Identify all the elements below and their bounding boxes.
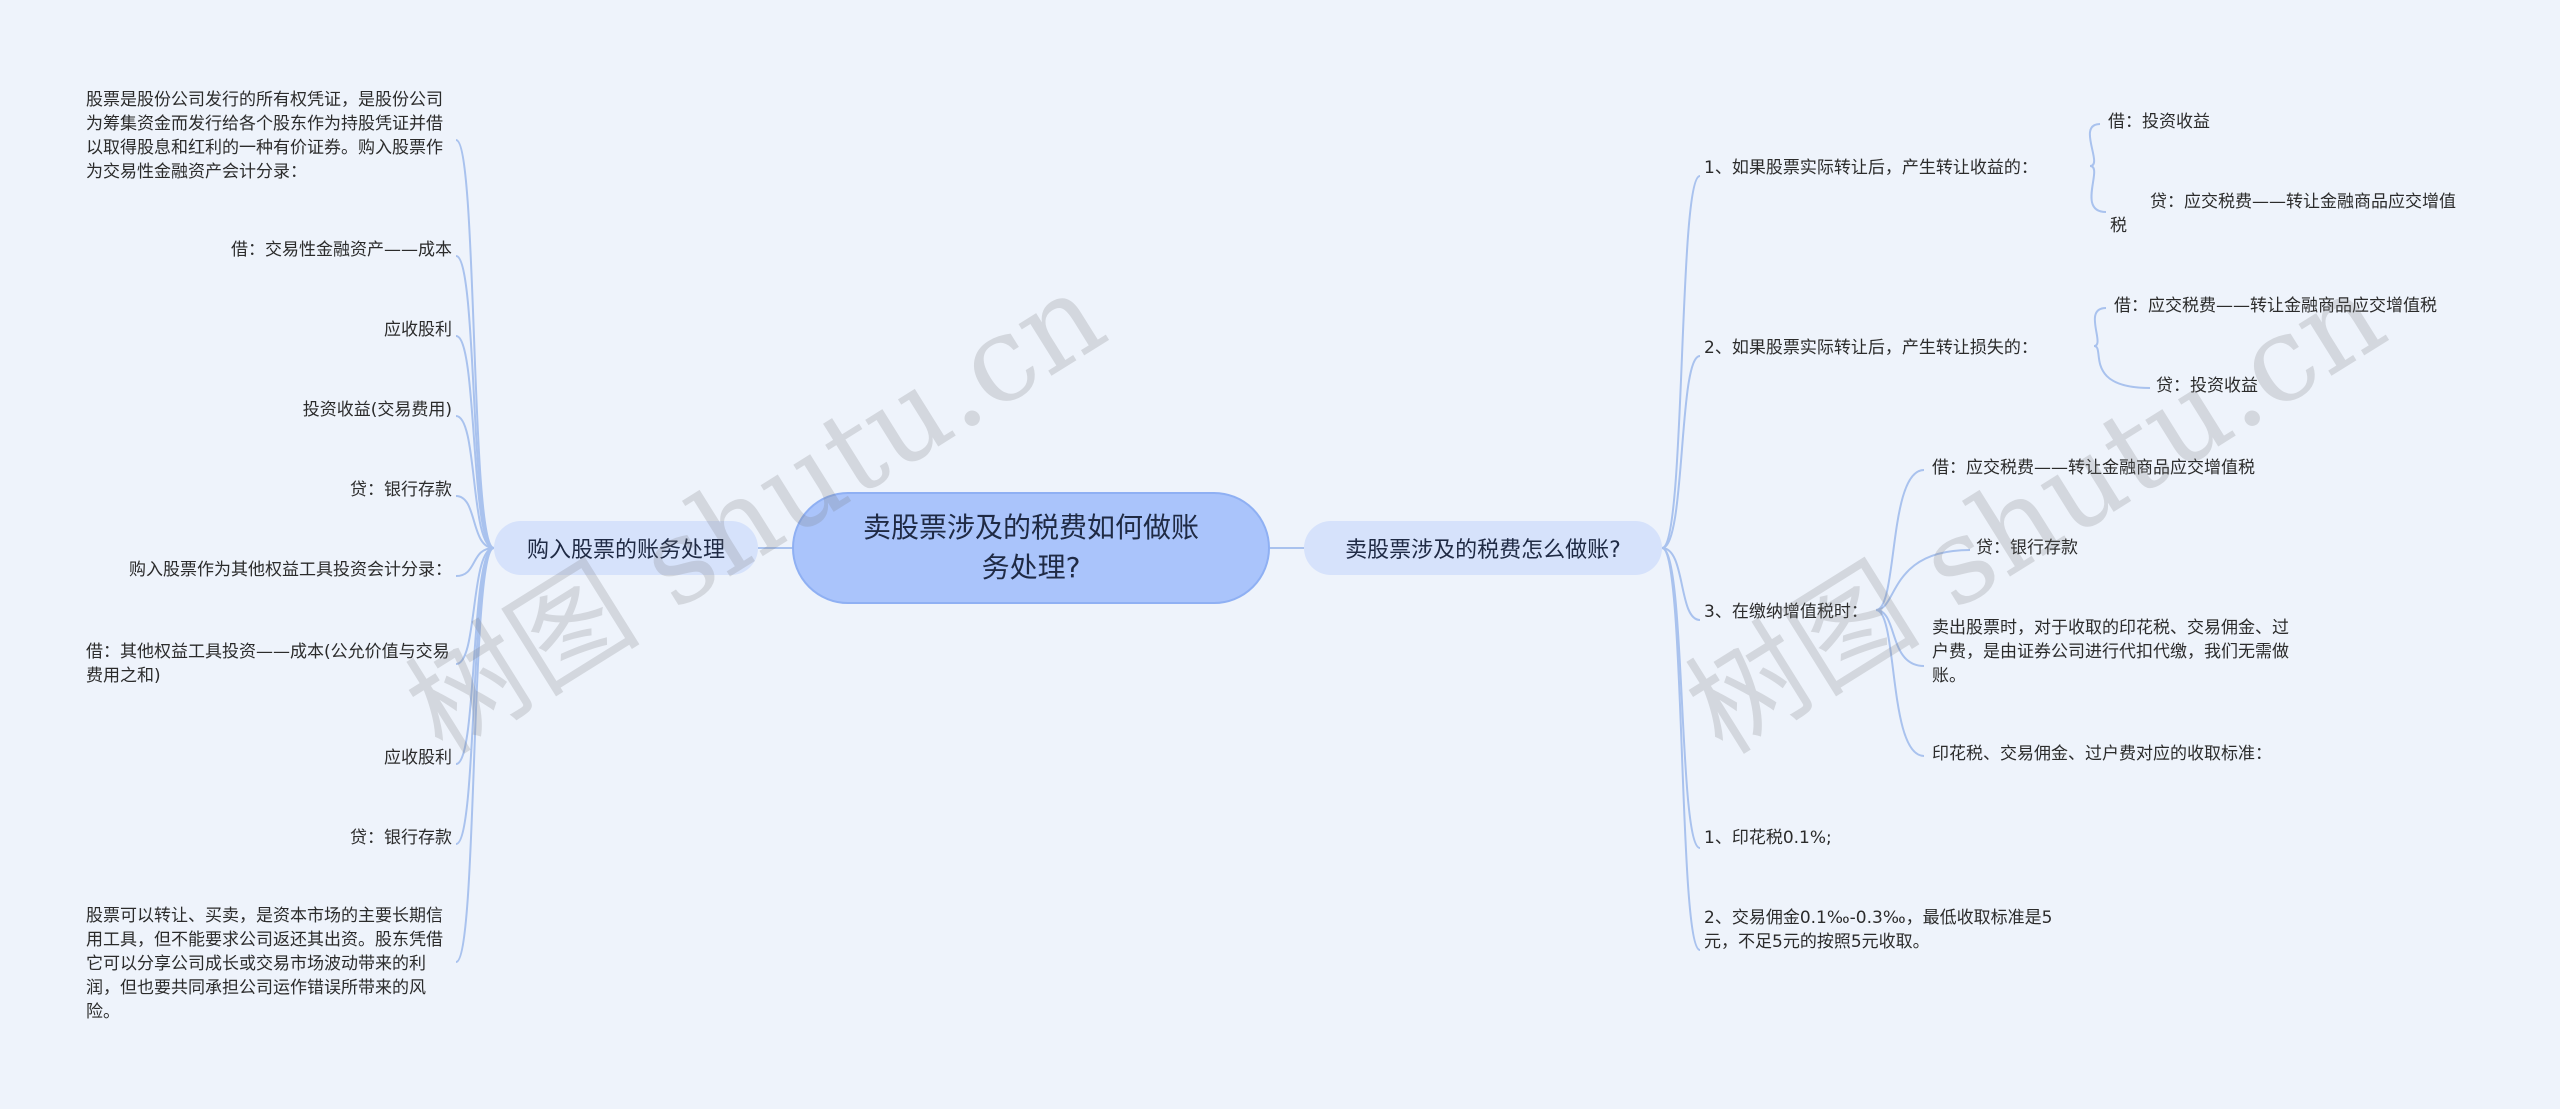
connector-left-1 xyxy=(455,139,495,549)
connector-left-2 xyxy=(455,255,495,549)
right-item-1[interactable]: 1、如果股票实际转让后，产生转让收益的： xyxy=(1704,156,2094,180)
left-leaf-10[interactable]: 股票可以转让、买卖，是资本市场的主要长期信用工具，但不能要求公司返还其出资。股东… xyxy=(86,904,458,1024)
right-item-3-child-3[interactable]: 卖出股票时，对于收取的印花税、交易佣金、过户费，是由证券公司进行代扣代缴，我们无… xyxy=(1932,616,2302,688)
left-leaf-8[interactable]: 应收股利 xyxy=(86,746,452,770)
right-item-3-child-4-text: 印花税、交易佣金、过户费对应的收取标准： xyxy=(1932,744,2272,764)
right-item-5-text: 2、交易佣金0.1‰-0.3‰，最低收取标准是5元，不足5元的按照5元收取。 xyxy=(1704,908,2053,952)
left-leaf-5-text: 贷：银行存款 xyxy=(350,480,452,500)
right-item-1-child-2[interactable]: 贷：应交税费——转让金融商品应交增值税 xyxy=(2110,190,2470,238)
right-item-3-child-2-text: 贷：银行存款 xyxy=(1976,538,2078,558)
right-item-1-child-1-text: 借：投资收益 xyxy=(2108,112,2210,132)
left-leaf-6-text: 购入股票作为其他权益工具投资会计分录： xyxy=(129,560,452,580)
connector-left-3 xyxy=(455,335,495,549)
connector-left-4 xyxy=(455,415,495,549)
connector-r1-b xyxy=(2089,165,2107,213)
left-leaf-4[interactable]: 投资收益(交易费用) xyxy=(86,398,452,422)
left-leaf-3[interactable]: 应收股利 xyxy=(86,318,452,342)
left-leaf-3-text: 应收股利 xyxy=(384,320,452,340)
connector-left-10 xyxy=(455,547,495,963)
right-item-1-text: 1、如果股票实际转让后，产生转让收益的： xyxy=(1704,158,2038,178)
right-item-2-text: 2、如果股票实际转让后，产生转让损失的： xyxy=(1704,338,2038,358)
connector-right-3 xyxy=(1661,547,1701,621)
right-item-3-text: 3、在缴纳增值税时： xyxy=(1704,602,1868,622)
right-item-3-child-1-text: 借：应交税费——转让金融商品应交增值税 xyxy=(1932,458,2255,478)
right-item-2-child-1[interactable]: 借：应交税费——转让金融商品应交增值税 xyxy=(2114,294,2514,318)
connector-right-1 xyxy=(1661,175,1701,549)
left-leaf-7-text: 借：其他权益工具投资——成本(公允价值与交易费用之和) xyxy=(86,642,450,686)
connector-right-5 xyxy=(1661,547,1701,951)
branch-sell-stock-tax[interactable]: 卖股票涉及的税费怎么做账? xyxy=(1304,521,1662,575)
right-item-5[interactable]: 2、交易佣金0.1‰-0.3‰，最低收取标准是5元，不足5元的按照5元收取。 xyxy=(1704,906,2084,954)
left-leaf-4-text: 投资收益(交易费用) xyxy=(302,400,452,420)
left-leaf-7[interactable]: 借：其他权益工具投资——成本(公允价值与交易费用之和) xyxy=(86,640,458,688)
connector-left-6 xyxy=(455,547,495,577)
connector-r3-d xyxy=(1875,609,1925,757)
left-leaf-9-text: 贷：银行存款 xyxy=(350,828,452,848)
connector-left-9 xyxy=(455,547,495,845)
connector-left-5 xyxy=(455,495,495,549)
left-leaf-6[interactable]: 购入股票作为其他权益工具投资会计分录： xyxy=(86,558,452,582)
right-item-3-child-2[interactable]: 贷：银行存款 xyxy=(1976,536,2176,560)
right-item-2-child-1-text: 借：应交税费——转让金融商品应交增值税 xyxy=(2114,296,2437,316)
right-item-2[interactable]: 2、如果股票实际转让后，产生转让损失的： xyxy=(1704,336,2094,360)
connector-r3-b xyxy=(1875,549,1971,611)
left-leaf-8-text: 应收股利 xyxy=(384,748,452,768)
left-leaf-9[interactable]: 贷：银行存款 xyxy=(86,826,452,850)
connector-right-4 xyxy=(1661,547,1701,849)
left-leaf-1-text: 股票是股份公司发行的所有权凭证，是股份公司为筹集资金而发行给各个股东作为持股凭证… xyxy=(86,90,443,182)
branch-sell-stock-tax-label: 卖股票涉及的税费怎么做账? xyxy=(1345,538,1621,563)
right-item-3-child-1[interactable]: 借：应交税费——转让金融商品应交增值税 xyxy=(1932,456,2332,480)
connector-r2-a xyxy=(2093,307,2107,347)
connector-right-2 xyxy=(1661,355,1701,549)
connector-r3-c xyxy=(1875,609,1925,667)
connector-r3-a xyxy=(1875,469,1925,611)
branch-buy-stock-label: 购入股票的账务处理 xyxy=(526,538,725,563)
left-leaf-10-text: 股票可以转让、买卖，是资本市场的主要长期信用工具，但不能要求公司返还其出资。股东… xyxy=(86,906,443,1022)
right-item-2-child-2[interactable]: 贷：投资收益 xyxy=(2156,374,2356,398)
right-item-2-child-2-text: 贷：投资收益 xyxy=(2156,376,2258,396)
left-leaf-1[interactable]: 股票是股份公司发行的所有权凭证，是股份公司为筹集资金而发行给各个股东作为持股凭证… xyxy=(86,88,458,184)
connector-left-8 xyxy=(455,547,495,765)
right-item-4-text: 1、印花税0.1%; xyxy=(1704,828,1832,848)
left-leaf-5[interactable]: 贷：银行存款 xyxy=(86,478,452,502)
left-leaf-2[interactable]: 借：交易性金融资产——成本 xyxy=(86,238,452,262)
right-item-1-child-2-text: 贷：应交税费——转让金融商品应交增值税 xyxy=(2110,192,2456,236)
branch-buy-stock[interactable]: 购入股票的账务处理 xyxy=(494,521,758,575)
left-leaf-2-text: 借：交易性金融资产——成本 xyxy=(231,240,452,260)
connector-r1-a xyxy=(2088,123,2101,167)
right-item-1-child-1[interactable]: 借：投资收益 xyxy=(2108,110,2408,134)
connector-left-7 xyxy=(455,547,495,665)
connector-r2-b xyxy=(2093,345,2151,389)
right-item-3-child-3-text: 卖出股票时，对于收取的印花税、交易佣金、过户费，是由证券公司进行代扣代缴，我们无… xyxy=(1932,618,2289,686)
right-item-3[interactable]: 3、在缴纳增值税时： xyxy=(1704,600,1884,624)
right-item-3-child-4[interactable]: 印花税、交易佣金、过户费对应的收取标准： xyxy=(1932,742,2332,766)
central-topic-label: 卖股票涉及的税费如何做账务处理? xyxy=(862,511,1199,584)
right-item-4[interactable]: 1、印花税0.1%; xyxy=(1704,826,2004,850)
central-topic[interactable]: 卖股票涉及的税费如何做账务处理? xyxy=(792,492,1270,604)
